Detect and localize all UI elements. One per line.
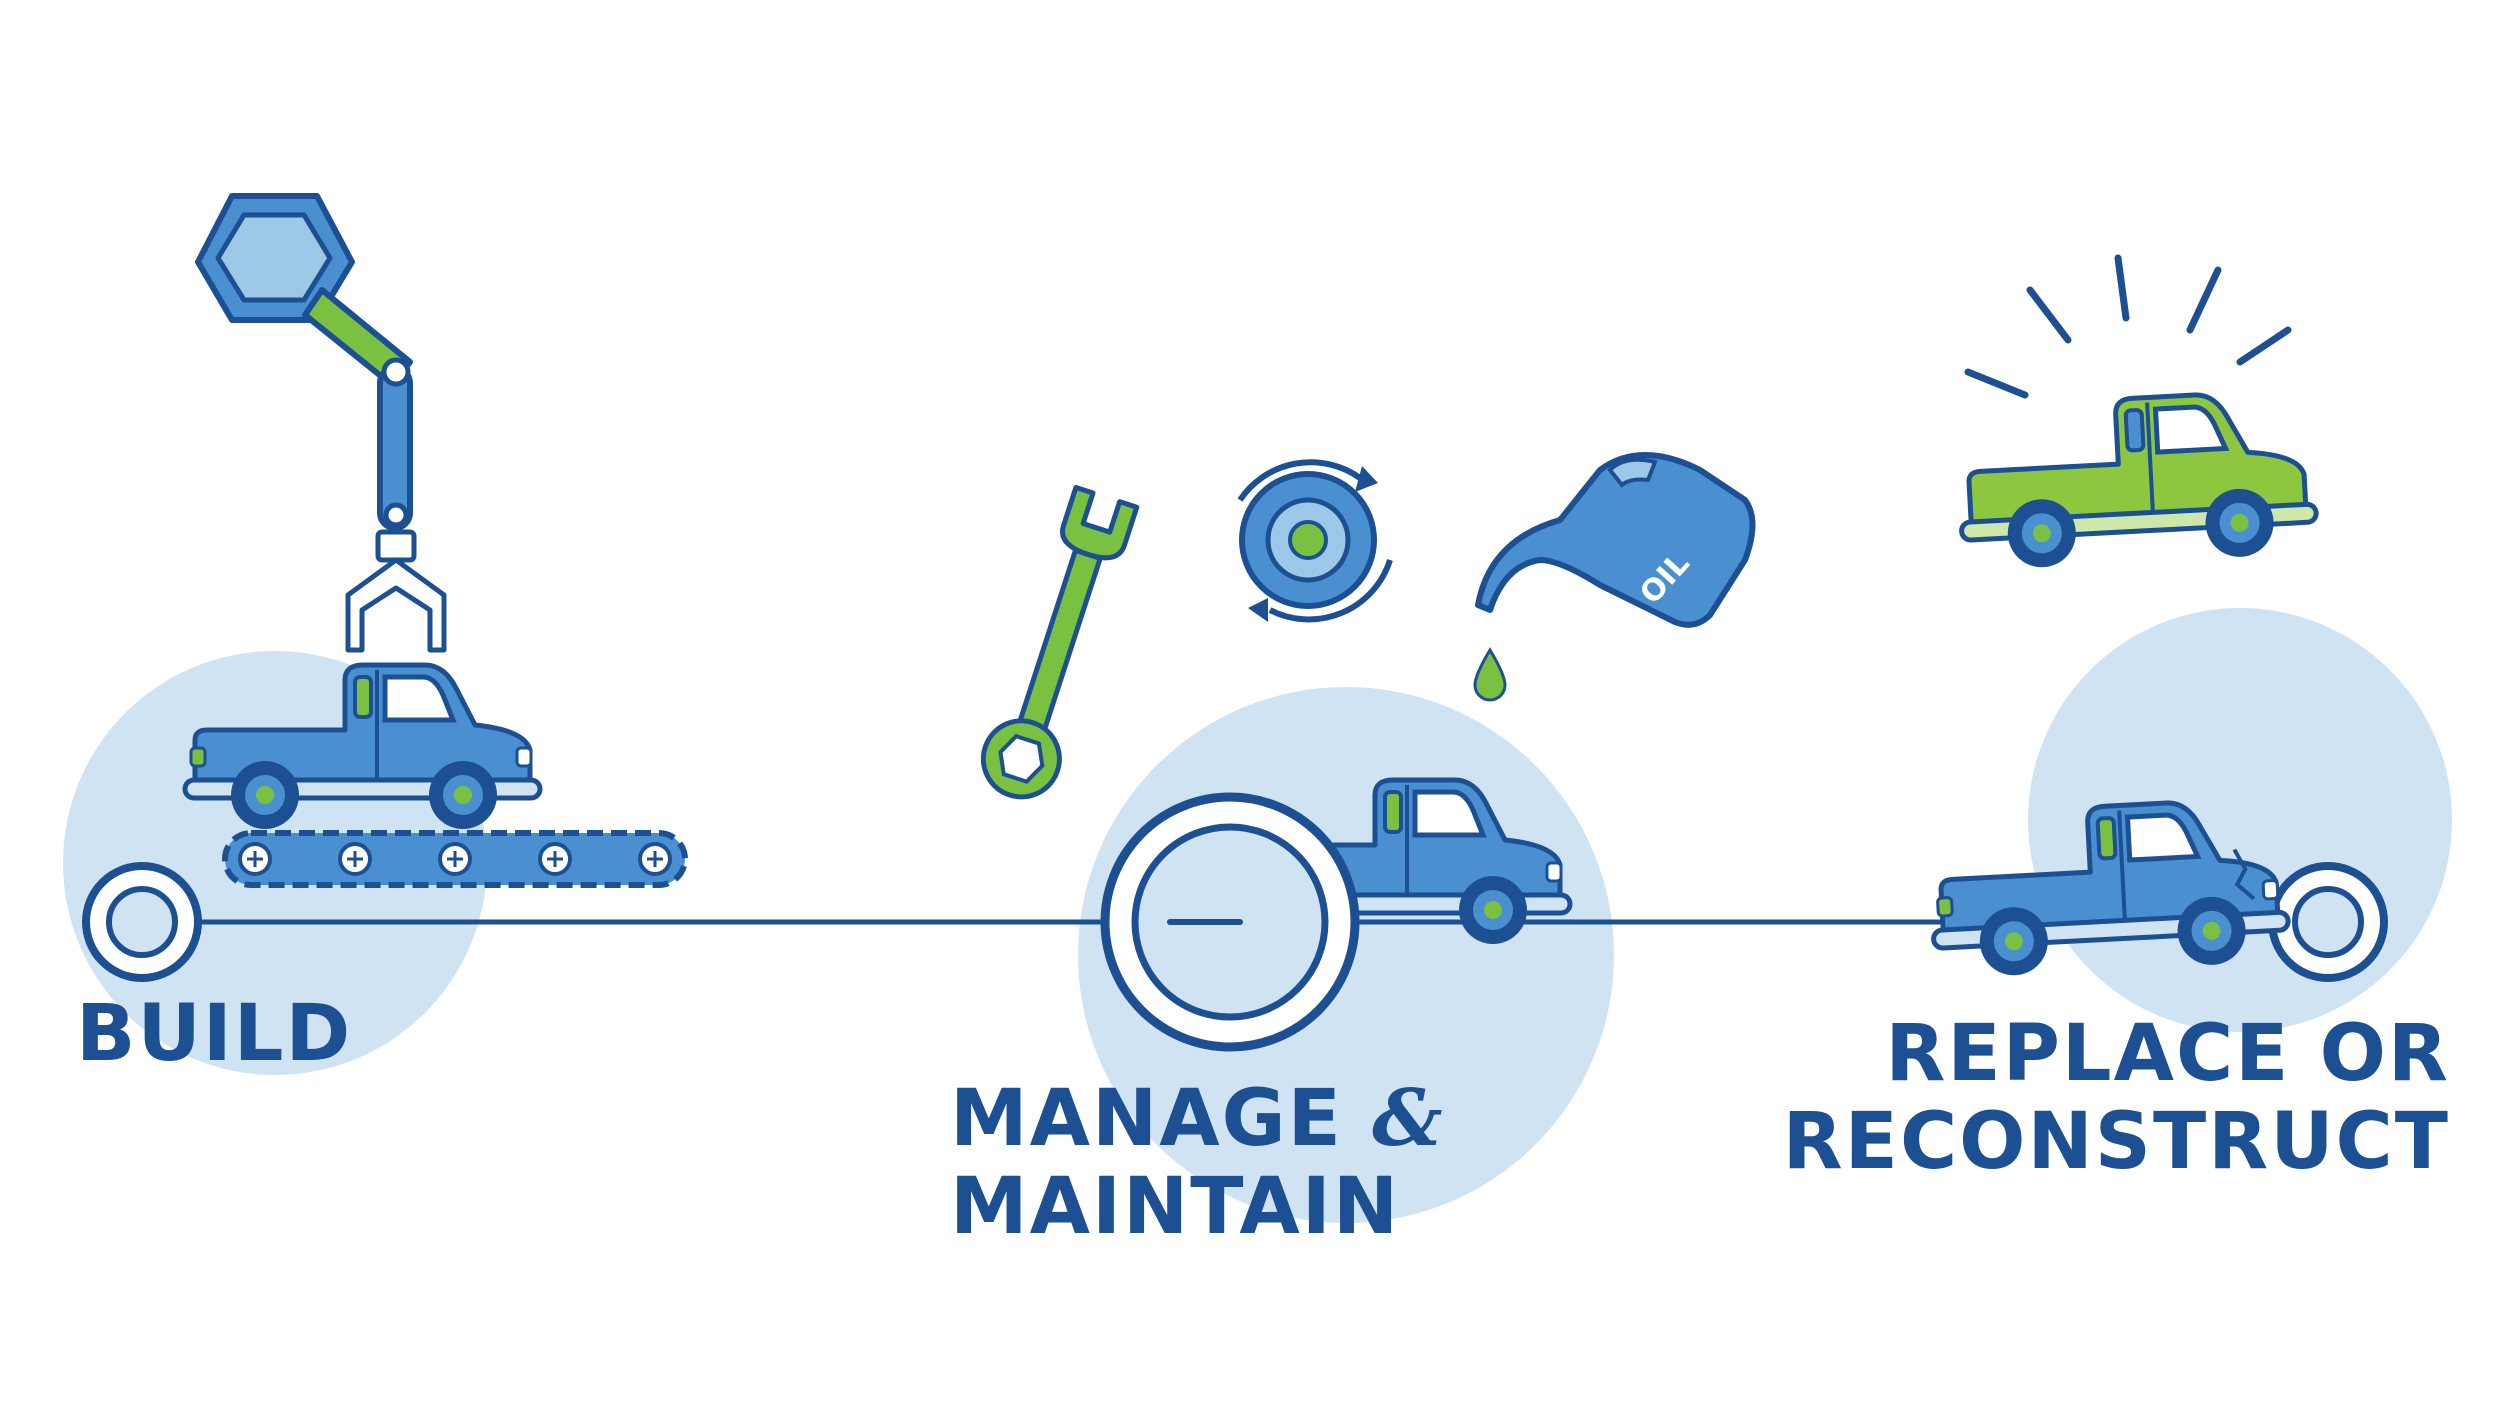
- oil-can-icon: OIL: [1473, 452, 1756, 702]
- stage-label-build: BUILD: [76, 990, 352, 1078]
- robot-arm-icon: [195, 193, 447, 653]
- manage-label-line1: MANAGE: [950, 1074, 1343, 1164]
- replace-label-line2: RECONSTRUCT: [1782, 1097, 2450, 1187]
- replace-label-line1: REPLACE OR: [1885, 1009, 2450, 1099]
- wrench-icon: [980, 484, 1140, 800]
- conveyor-belt-icon: [222, 830, 688, 888]
- manage-label-line2: MAINTAIN: [950, 1162, 1401, 1252]
- stage-label-replace: REPLACE OR RECONSTRUCT: [1783, 1010, 2450, 1186]
- timeline-start-node: [82, 862, 202, 982]
- manage-label-ampersand: &: [1372, 1073, 1445, 1164]
- new-truck-icon: [1959, 254, 2319, 568]
- manage-gauge-node: [1100, 792, 1360, 1052]
- stage-label-manage: MANAGE & MAINTAIN: [950, 1073, 1445, 1252]
- shine-lines-icon: [1964, 254, 2292, 399]
- oil-drop-icon: [1473, 647, 1507, 702]
- damaged-truck-icon: [1927, 797, 2290, 979]
- tire-rotation-icon: [1237, 459, 1393, 623]
- build-label-text: BUILD: [76, 989, 353, 1079]
